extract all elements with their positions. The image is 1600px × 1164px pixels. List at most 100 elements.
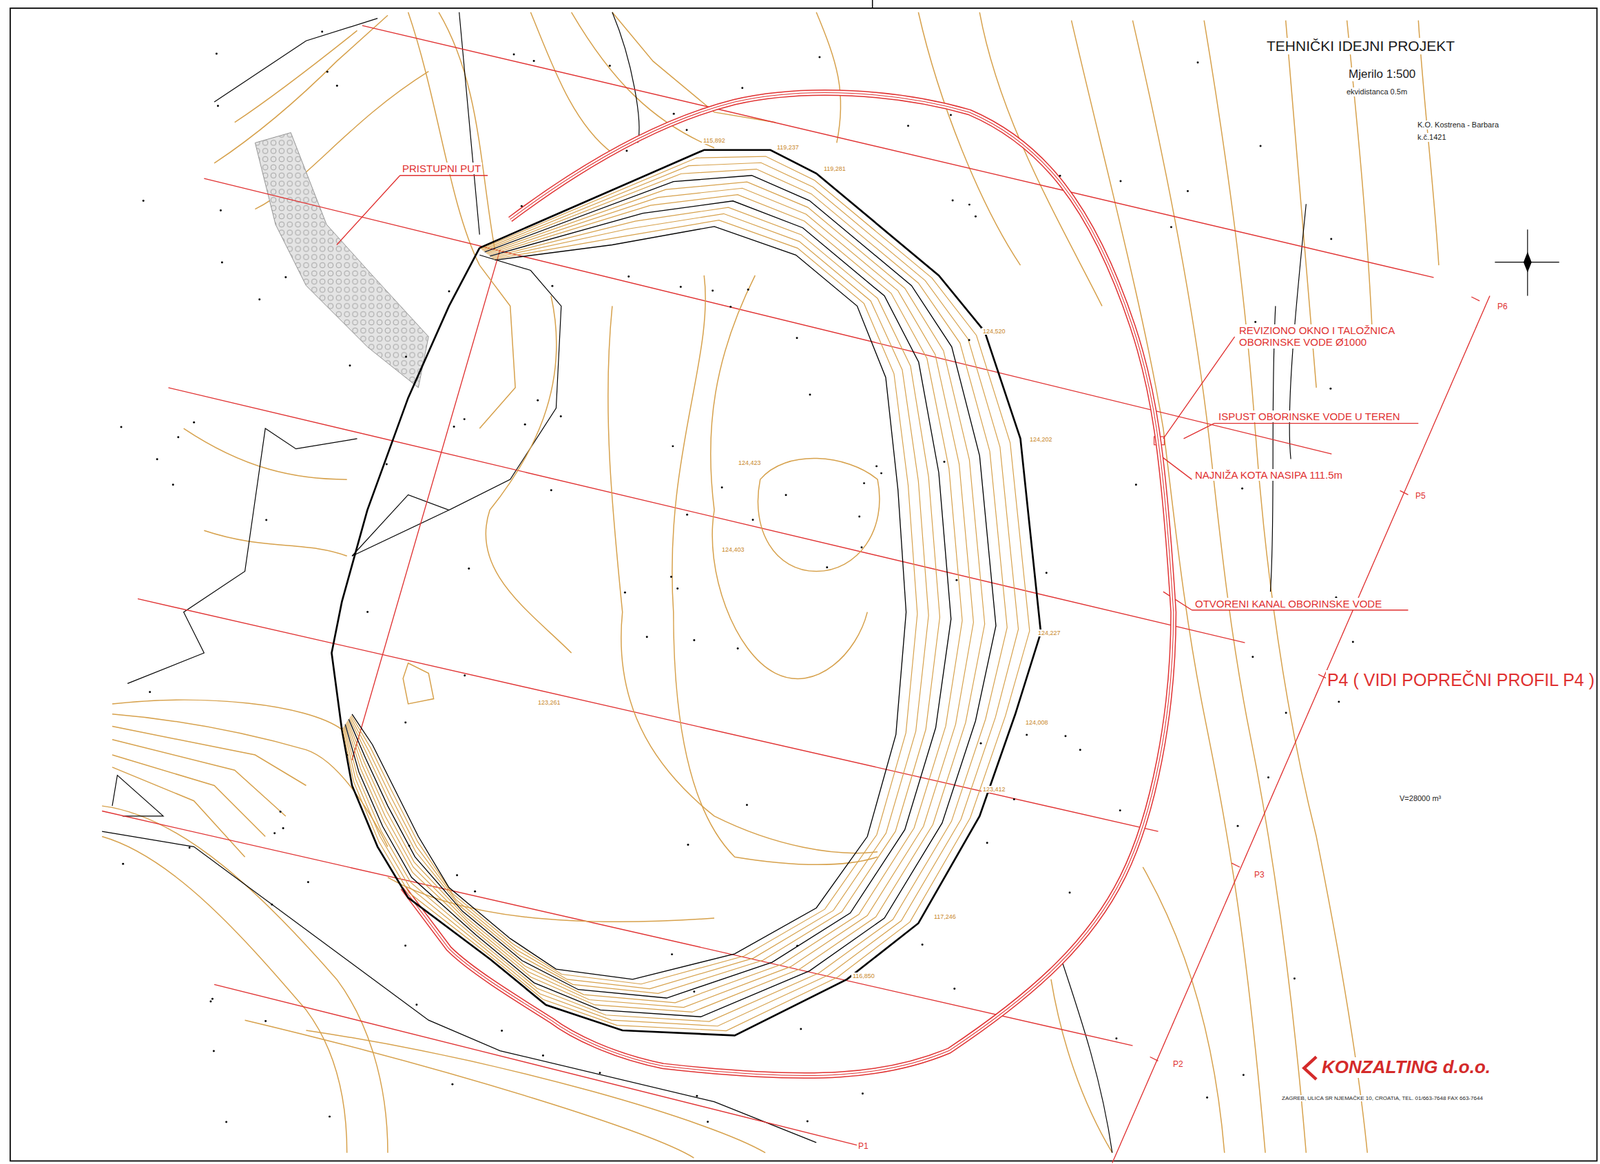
survey-point bbox=[192, 421, 195, 424]
survey-point bbox=[216, 104, 220, 107]
embankment-contour bbox=[350, 213, 930, 989]
survey-point bbox=[1337, 700, 1340, 703]
survey-point bbox=[215, 53, 218, 56]
survey-point bbox=[598, 1071, 601, 1074]
survey-point bbox=[345, 754, 348, 757]
survey-point bbox=[980, 742, 983, 745]
survey-point bbox=[408, 845, 411, 848]
survey-point bbox=[307, 880, 310, 883]
survey-point bbox=[1242, 1073, 1245, 1076]
callout-note: NAJNIŽA KOTA NASIPA 111.5m bbox=[1193, 469, 1344, 481]
survey-point bbox=[1197, 61, 1200, 64]
survey-point bbox=[177, 435, 180, 439]
survey-point bbox=[806, 1119, 809, 1122]
section-mark: P2 bbox=[1171, 1060, 1185, 1070]
survey-point bbox=[172, 483, 175, 486]
survey-point bbox=[729, 305, 732, 308]
elevation-label: 116,850 bbox=[851, 972, 877, 980]
elevation-label: 119,281 bbox=[822, 165, 848, 173]
survey-point bbox=[1115, 1037, 1118, 1040]
callout-note: ISPUST OBORINSKE VODE U TEREN bbox=[1217, 410, 1402, 423]
embankment-contour bbox=[344, 169, 1007, 1023]
embankment-contour bbox=[341, 150, 1041, 1036]
elevation-label: 123,261 bbox=[536, 699, 563, 706]
survey-point bbox=[1251, 655, 1254, 658]
elevation-label: 115,892 bbox=[701, 137, 727, 144]
survey-point bbox=[1330, 238, 1333, 241]
section-mark: P3 bbox=[1252, 870, 1266, 881]
survey-point bbox=[513, 53, 516, 56]
callout-note: REVIZIONO OKNO I TALOŽNICA OBORINSKE VOD… bbox=[1237, 324, 1448, 349]
survey-point bbox=[625, 149, 628, 152]
survey-point bbox=[349, 364, 352, 367]
survey-point bbox=[741, 86, 744, 89]
survey-point bbox=[1119, 180, 1122, 183]
survey-point bbox=[156, 458, 159, 461]
survey-point bbox=[1293, 977, 1296, 980]
survey-point bbox=[336, 84, 339, 87]
elevation-label: 124,403 bbox=[720, 546, 746, 554]
embankment-contour bbox=[342, 156, 1030, 1031]
company-logo: KONZALTING d.o.o. bbox=[1320, 1057, 1492, 1078]
survey-point bbox=[273, 832, 276, 835]
survey-point bbox=[752, 518, 755, 521]
survey-point bbox=[455, 874, 459, 877]
survey-point bbox=[1352, 641, 1355, 644]
survey-point bbox=[818, 55, 821, 58]
survey-point bbox=[279, 810, 282, 813]
survey-point bbox=[670, 575, 673, 578]
cadastral-note: K.O. Kostrena - Barbara bbox=[1416, 120, 1501, 130]
embankment-contour bbox=[346, 181, 985, 1012]
survey-point bbox=[404, 721, 407, 724]
survey-point bbox=[142, 199, 145, 202]
elevation-label: 123,412 bbox=[981, 785, 1007, 793]
contour-interval-note: ekvidistanca 0.5m bbox=[1345, 87, 1409, 97]
embankment-contour bbox=[347, 188, 974, 1007]
survey-point bbox=[747, 288, 750, 291]
survey-point bbox=[524, 423, 527, 426]
survey-point bbox=[608, 64, 611, 67]
embankment-contour bbox=[345, 175, 996, 1018]
survey-point bbox=[695, 1095, 698, 1098]
volume-note: V=28000 m³ bbox=[1398, 794, 1443, 804]
survey-point bbox=[785, 493, 788, 496]
section-mark: P6 bbox=[1495, 302, 1510, 313]
survey-point bbox=[500, 1029, 503, 1032]
survey-point bbox=[736, 647, 740, 650]
survey-point bbox=[1285, 712, 1288, 715]
survey-point bbox=[1064, 734, 1067, 737]
survey-point bbox=[258, 298, 261, 301]
survey-point bbox=[646, 635, 649, 638]
survey-point bbox=[1267, 776, 1270, 779]
survey-point bbox=[1013, 798, 1016, 801]
embankment-contour bbox=[348, 201, 952, 999]
survey-point bbox=[148, 690, 151, 693]
survey-point bbox=[463, 418, 466, 421]
survey-point bbox=[320, 30, 324, 33]
section-note: P4 ( VIDI POPREČNI PROFIL P4 ) bbox=[1325, 670, 1596, 691]
survey-point bbox=[473, 890, 476, 893]
callout-note: PRISTUPNI PUT bbox=[400, 162, 483, 175]
survey-point bbox=[943, 460, 946, 463]
parcel-number: k.č.1421 bbox=[1416, 132, 1448, 142]
survey-point bbox=[676, 587, 679, 590]
survey-point bbox=[875, 464, 878, 467]
survey-point bbox=[686, 843, 689, 846]
section-mark: P1 bbox=[856, 1141, 870, 1152]
survey-point bbox=[949, 113, 952, 116]
survey-point bbox=[986, 841, 989, 844]
survey-point bbox=[799, 1027, 802, 1030]
survey-point bbox=[670, 953, 673, 956]
callout-note: OTVORENI KANAL OBORINSKE VODE bbox=[1193, 597, 1384, 610]
survey-point bbox=[463, 674, 466, 677]
survey-point bbox=[1237, 825, 1240, 828]
survey-point bbox=[953, 987, 956, 990]
survey-point bbox=[745, 803, 748, 806]
survey-point bbox=[225, 1120, 228, 1123]
survey-point bbox=[796, 944, 799, 948]
survey-point bbox=[264, 1020, 267, 1023]
survey-point bbox=[679, 285, 682, 288]
survey-point bbox=[448, 290, 451, 293]
survey-point bbox=[1170, 225, 1173, 228]
survey-point bbox=[796, 336, 799, 339]
